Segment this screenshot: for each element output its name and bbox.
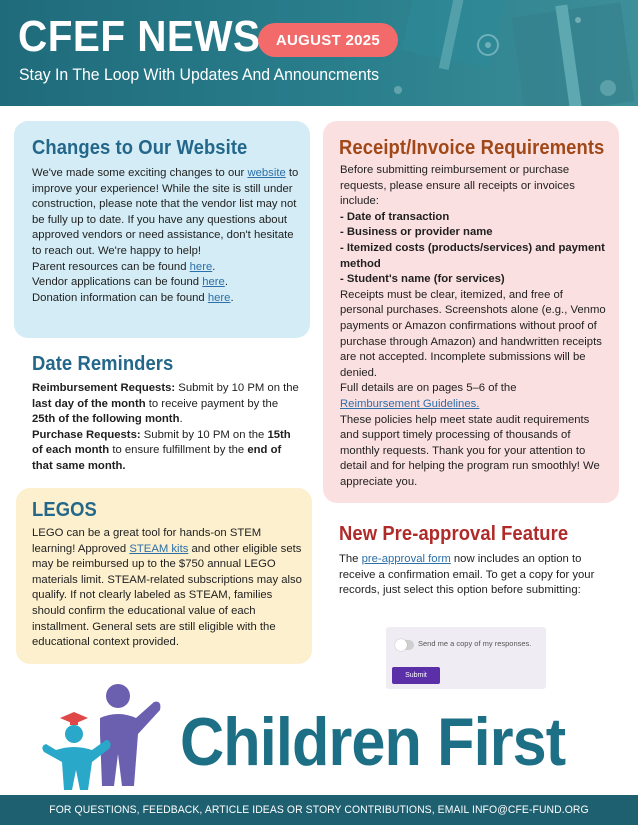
period: . [212,260,216,273]
website-link[interactable]: website [247,167,286,179]
newsletter-subtitle: Stay In The Loop With Updates And Announ… [19,65,380,84]
newsletter-title: CFEF NEWS [18,12,261,61]
form-screenshot: Send me a copy of my responses. Submit [386,627,546,689]
period: . [224,276,228,289]
legos-body: LEGO can be a great tool for hands-on ST… [32,526,302,651]
reimbursement-label: Reimbursement Requests: [32,382,176,394]
receipt-item: - Student's name (for services) [340,273,505,286]
preapproval-body: The pre-approval form now includes an op… [339,552,609,599]
reimbursement-payment-date: 25th of the following month [32,413,180,426]
parent-resources-text: Parent resources can be found [32,260,190,273]
reimbursement-text-3: . [179,413,183,426]
footer-contact-text: FOR QUESTIONS, FEEDBACK, ARTICLE IDEAS O… [49,804,589,816]
receipt-item: - Itemized costs (products/services) and… [340,241,605,270]
receipt-requirements-body: Before submitting reimbursement or purch… [340,163,608,490]
purchase-fulfillment-date: end of that same month. [32,444,282,472]
steam-kits-link[interactable]: STEAM kits [129,542,189,555]
period: . [230,291,234,304]
copy-responses-label: Send me a copy of my responses. [418,639,532,648]
gift-box-decoration-icon [394,0,635,106]
receipt-requirements-card [323,121,619,503]
vendor-applications-link[interactable]: here [202,276,225,289]
reimbursement-text-1: Submit by 10 PM on the [175,382,299,394]
form-submit-button[interactable]: Submit [392,667,440,684]
website-changes-card [14,121,310,338]
receipt-requirements-heading: Receipt/Invoice Requirements [339,137,605,159]
receipt-item: - Date of transaction [340,210,450,223]
purchase-text-1: Submit by 10 PM on the [140,428,268,441]
preapproval-text-1: The [339,553,362,565]
parent-resources-link[interactable]: here [189,260,213,273]
preapproval-heading: New Pre-approval Feature [339,523,569,545]
receipt-item: - Business or provider name [340,226,493,239]
newsletter-footer: FOR QUESTIONS, FEEDBACK, ARTICLE IDEAS O… [0,795,638,825]
donation-info-link[interactable]: here [207,291,231,304]
purchase-requests-line: Purchase Requests: Submit by 10 PM on th… [32,428,304,475]
donation-info-line: Donation information can be found here. [32,291,300,307]
receipt-guidelines-ref: Full details are on pages 5–6 of the [340,382,517,395]
website-text-1: We've made some exciting changes to our [32,167,248,179]
purchase-text-2: to ensure fulfillment by the [109,444,248,457]
legos-text-2: and other eligible sets may be reimburse… [32,542,302,649]
newsletter-header: CFEF NEWS AUGUST 2025 Stay In The Loop W… [0,0,638,106]
preapproval-form-link[interactable]: pre-approval form [361,553,451,565]
purchase-deadline: 15th of each month [32,428,291,457]
legos-text-1: LEGO can be a great tool for hands-on ST… [32,527,262,555]
website-text-2: to improve your experience! While the si… [32,167,299,257]
vendor-applications-line: Vendor applications can be found here. [32,275,300,291]
preapproval-text-2: now includes an option to receive a conf… [339,553,595,597]
date-reminders-heading: Date Reminders [32,353,174,375]
legos-card [16,488,312,664]
children-first-logo-text: Children First [180,704,566,780]
vendor-applications-text: Vendor applications can be found [32,276,203,289]
issue-date-badge: AUGUST 2025 [258,23,398,57]
reimbursement-deadline: last day of the month [32,397,146,410]
receipt-rules: Receipts must be clear, itemized, and fr… [340,288,606,379]
purchase-label: Purchase Requests: [32,428,141,441]
parent-resources-line: Parent resources can be found here. [32,260,300,276]
children-first-figures-icon [42,684,161,790]
date-reminders-body: Reimbursement Requests: Submit by 10 PM … [32,381,304,475]
website-changes-heading: Changes to Our Website [32,137,248,159]
donation-info-text: Donation information can be found [32,291,208,304]
receipt-intro: Before submitting reimbursement or purch… [340,164,575,208]
legos-heading: LEGOS [32,499,97,521]
website-changes-body: We've made some exciting changes to our … [32,166,300,306]
reimbursement-text-2: to receive payment by the [145,397,279,410]
copy-responses-toggle[interactable] [395,639,414,651]
reimbursement-guidelines-link[interactable]: Reimbursement Guidelines. [340,397,480,410]
receipt-closing: These policies help meet state audit req… [340,413,600,488]
